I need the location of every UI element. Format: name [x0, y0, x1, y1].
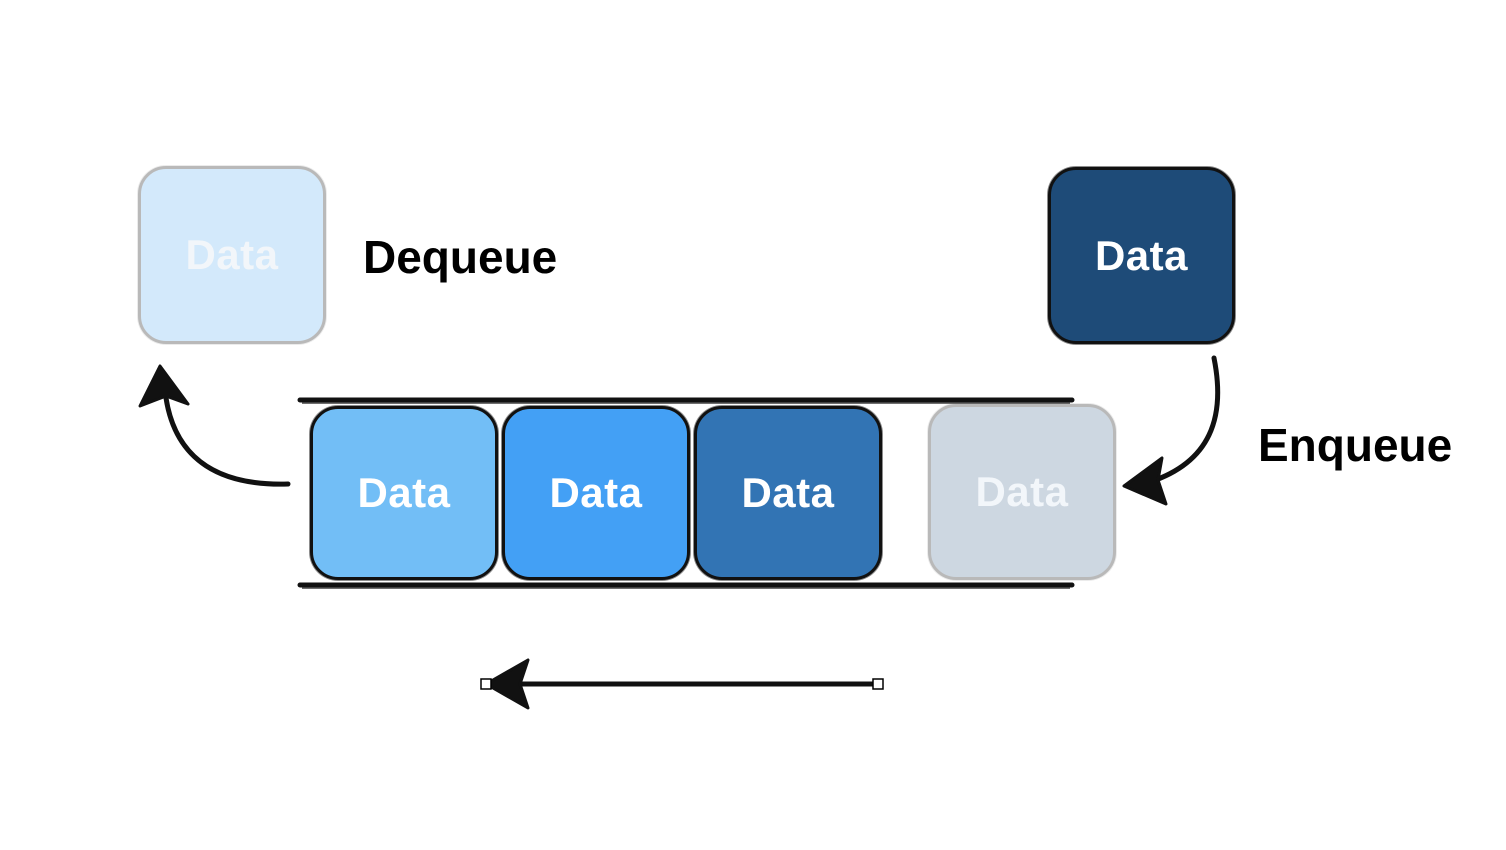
incoming-data-text: Data [1094, 231, 1189, 279]
queue-item-1: Data [310, 406, 498, 580]
incoming-data-box: Data [1048, 167, 1235, 344]
enqueue-arrow [1122, 355, 1221, 506]
arrow-end-handle [872, 678, 884, 690]
enqueue-label: Enqueue [1258, 419, 1453, 471]
queue-item-2-text: Data [549, 469, 643, 516]
queue-item-3: Data [694, 406, 882, 580]
dequeue-arrow [138, 364, 291, 487]
dequeued-data-text: Data [185, 231, 279, 278]
arrow-start-handle [480, 678, 492, 690]
direction-arrow [480, 658, 884, 710]
dequeue-label: Dequeue [363, 231, 558, 283]
queue-item-1-text: Data [357, 469, 451, 516]
queue-item-2: Data [502, 406, 690, 580]
enqueue-slot-box: Data [928, 404, 1116, 580]
queue-item-3-text: Data [741, 469, 835, 516]
dequeued-data-box: Data [138, 166, 326, 344]
enqueue-slot-text: Data [975, 468, 1069, 515]
